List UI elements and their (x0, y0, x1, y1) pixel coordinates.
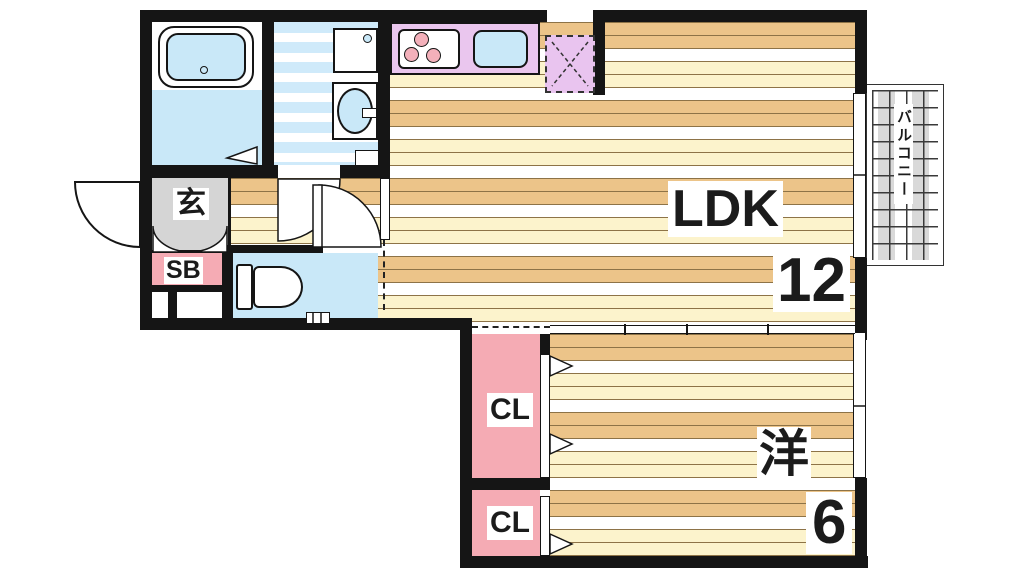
closet-upper-door (540, 354, 550, 478)
closet-lower-door (540, 496, 550, 556)
closet-top-dashed-line (472, 326, 550, 328)
bath-folding-door-icon (224, 145, 258, 165)
label-closet-lower: CL (487, 506, 533, 540)
label-shoe-box: SB (164, 256, 203, 284)
wall-closet-door-header (540, 334, 550, 354)
wall-niche-divider (168, 291, 177, 318)
label-ldk-size: 12 (773, 250, 850, 312)
hall-ldk-dashed-boundary (383, 240, 385, 310)
ldk-door-leaf (312, 184, 323, 248)
wall-sb-toilet-vertical (222, 245, 233, 330)
stove-burner-1 (414, 32, 429, 47)
wall-lower-left (460, 330, 472, 568)
ldk-door-swing (318, 184, 382, 248)
kitchen-sink-icon (473, 30, 528, 68)
wall-bath-wash-divider (262, 16, 274, 170)
label-western: 洋 (757, 426, 811, 482)
label-ldk: LDK (668, 181, 783, 237)
refrigerator-x-mark (551, 41, 589, 87)
wall-lower-right (855, 478, 867, 568)
wall-toilet-top (233, 245, 323, 253)
entrance-door-swing (73, 181, 141, 249)
ldk-western-sliding-partition (550, 325, 855, 334)
closet-upper-door-arrow-1 (549, 354, 574, 378)
wall-right-mid (855, 258, 867, 340)
label-western-size: 6 (806, 492, 853, 554)
washing-machine-tap (363, 34, 372, 43)
stove-burner-2 (404, 47, 419, 62)
stove-burner-3 (426, 48, 441, 63)
washroom-door-opening (278, 165, 340, 178)
wall-kitchen-stub (593, 10, 605, 95)
kitchen-top-window (547, 10, 593, 22)
washroom-corner-box (355, 150, 379, 166)
bathtub-drain (200, 66, 208, 74)
wall-lower-bottom (460, 556, 868, 568)
vanity-faucet (362, 108, 377, 118)
western-sliding-window (853, 332, 866, 478)
wall-below-sb (140, 285, 232, 292)
closet-upper-door-arrow-2 (549, 432, 574, 456)
label-balcony: バルコニー (894, 104, 913, 204)
toilet-window-mullions (312, 312, 322, 324)
wall-closet-divider (460, 478, 550, 490)
closet-lower-door-arrow (549, 532, 574, 556)
wall-right-upper (855, 10, 867, 93)
entrance-step-curve-right (189, 225, 228, 253)
label-entrance: 玄 (173, 188, 209, 220)
toilet-icon (253, 266, 303, 308)
sliding-partition-ticks (624, 324, 769, 335)
entrance-step-curve-left (152, 225, 191, 253)
wall-top (140, 10, 867, 22)
hall-ldk-door-strip (380, 178, 390, 240)
wall-wash-kitchen-divider (378, 10, 390, 178)
label-closet-upper: CL (487, 393, 533, 427)
toilet-window (306, 312, 330, 324)
wall-entrance-hall-line (228, 178, 231, 247)
toilet-tank (236, 264, 253, 310)
